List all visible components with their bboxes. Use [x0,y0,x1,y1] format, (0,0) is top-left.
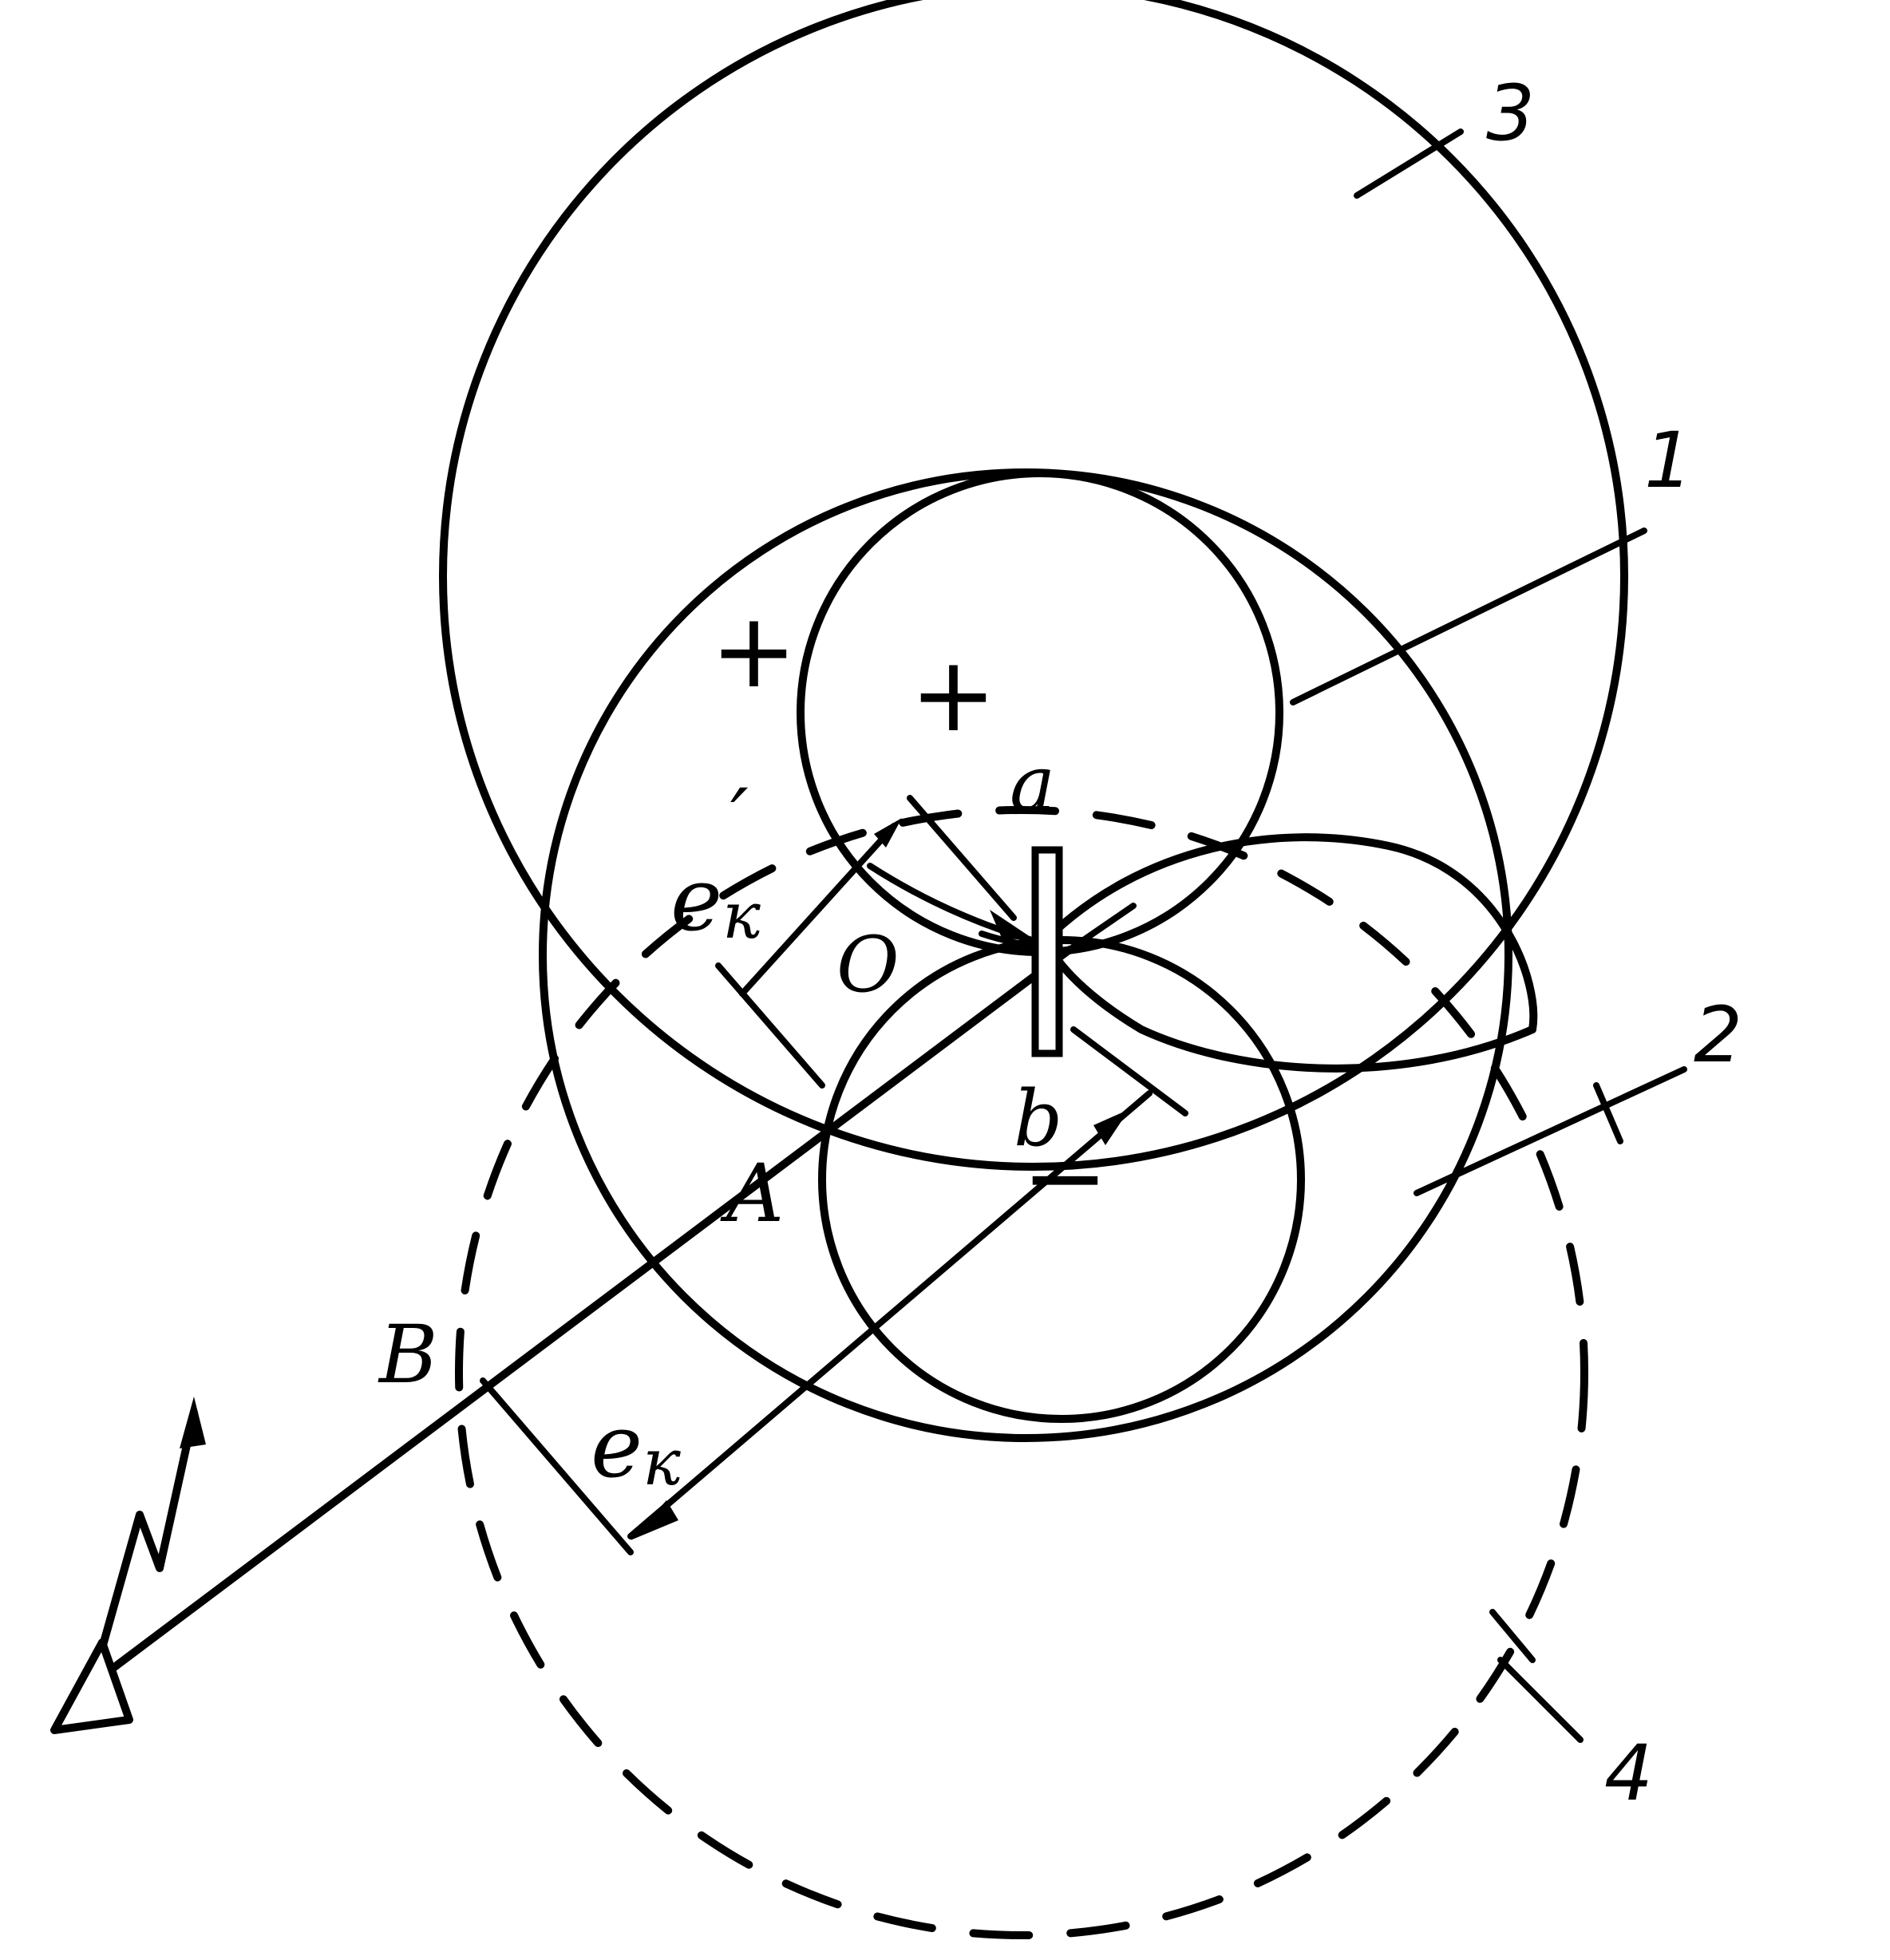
label-emf-inner-prime: ′ [730,772,749,865]
dim-ek-ext1 [480,1377,634,1555]
direction-line-upper [1066,903,1137,953]
transmitter-triangle [50,1638,133,1734]
direction-line [109,946,1074,1672]
label-plus-inner: + [910,634,997,755]
dim-ek-line [627,1090,1153,1539]
dim-ek-arrow-left [631,1500,678,1540]
right-side-lobe [1042,833,1538,1073]
dim-ek-prime-line [739,823,897,997]
dim-ek-prime-ext2 [907,795,1017,921]
frame-antenna-bar [1031,846,1063,1057]
label-curve-1: 1 [1644,416,1693,505]
label-plus-outer: + [710,590,797,711]
arrow-into-o-shaft [867,863,1041,945]
label-point-o: O [836,920,900,1010]
label-point-b: b [1014,1074,1062,1164]
arrow-into-o [990,910,1038,942]
leader-4a [1497,1657,1584,1743]
emf-outer-letter: e [591,1395,643,1497]
emf-outer-sub: к [643,1425,681,1500]
dim-ek-ext2 [1070,1026,1188,1116]
label-minus: − [1022,1116,1109,1238]
label-curve-3: 3 [1486,69,1535,158]
lightning-bolt [98,1409,198,1652]
label-emf-inner: eк [670,848,761,953]
leader-1 [1290,528,1647,705]
label-curve-4: 4 [1604,1729,1653,1818]
label-point-B: B [378,1308,438,1401]
leader-2 [1414,1066,1687,1196]
leader-4b [1489,1609,1536,1663]
label-emf-outer: eк [591,1395,681,1500]
emf-inner-letter: e [670,848,722,950]
lightning-arrowhead [180,1397,206,1448]
emf-inner-sub: к [722,879,761,953]
label-curve-2: 2 [1694,990,1742,1080]
label-point-a: a [1010,739,1055,828]
label-point-A: A [720,1147,784,1240]
leader-3 [1354,128,1464,199]
curve-3-circle [439,0,1628,1171]
dim-ek-arrow-right [1093,1109,1129,1145]
dim-ek-prime-arrow [874,818,902,848]
tick-2 [1593,1082,1623,1144]
curve-4-dashed-circle [455,806,1588,1939]
dim-ek-prime-ext1 [715,962,825,1089]
